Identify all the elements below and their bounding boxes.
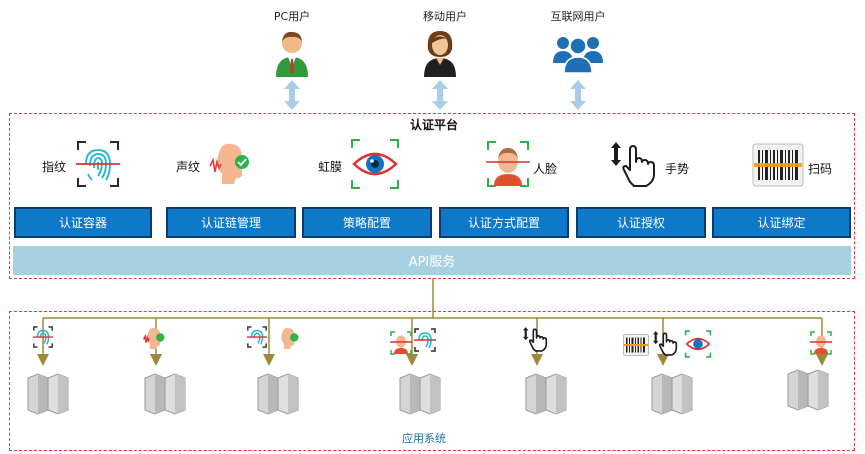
app6-barcode-icon [623,334,649,356]
module-auth-container[interactable]: 认证容器 [14,207,152,238]
voiceprint-icon [209,143,249,184]
cap-label-fingerprint: 指纹 [42,160,67,174]
gesture-icon [611,142,655,187]
cap-label-gesture: 手势 [665,162,690,176]
module-auth-authorization[interactable]: 认证授权 [576,207,706,238]
app6-server-icon [651,373,693,415]
user-label-mobile: 移动用户 [423,10,467,23]
cap-label-iris: 虹膜 [318,160,343,174]
app7-server-icon [787,369,829,411]
cap-label-face: 人脸 [533,162,558,176]
app1-server-icon [27,373,69,415]
user-label-pc: PC用户 [273,10,311,23]
pc-user-icon [276,31,308,77]
barcode-icon [752,143,804,187]
module-policy-config[interactable]: 策略配置 [302,207,432,238]
auth-platform-box [9,113,855,279]
app5-server-icon [525,373,567,415]
fingerprint-icon [76,141,120,187]
app6-gesture-icon [653,331,678,356]
cap-label-voiceprint: 声纹 [176,160,201,174]
module-auth-binding[interactable]: 认证绑定 [712,207,851,238]
app-systems-box [9,311,855,451]
module-auth-chain-management[interactable]: 认证链管理 [166,207,296,238]
internet-users-icon [553,37,603,73]
app3-voiceprint-icon [281,327,299,349]
app4-server-icon [399,373,441,415]
api-service-bar[interactable]: API服务 [13,246,851,275]
app2-server-icon [144,373,186,415]
app-systems-title: 应用系统 [402,432,446,445]
pc-link-arrow-icon [284,80,300,110]
app4-fingerprint-icon [414,328,436,352]
app5-gesture-icon [523,327,548,352]
app3-fingerprint-icon [246,326,268,348]
app4-face-icon [390,331,412,355]
mobile-user-icon [424,31,456,77]
app6-iris-icon [684,330,712,358]
iris-icon [351,139,399,189]
app3-server-icon [257,373,299,415]
platform-title: 认证平台 [410,118,459,132]
user-label-internet: 互联网用户 [550,10,606,23]
module-auth-method-config[interactable]: 认证方式配置 [439,207,569,238]
app1-fingerprint-icon [32,326,54,348]
mobile-link-arrow-icon [432,80,448,110]
face-icon [486,141,530,187]
app7-face-icon [810,331,832,355]
internet-link-arrow-icon [570,80,586,110]
cap-label-barcode: 扫码 [808,162,833,176]
app2-voiceprint-icon [142,327,165,349]
